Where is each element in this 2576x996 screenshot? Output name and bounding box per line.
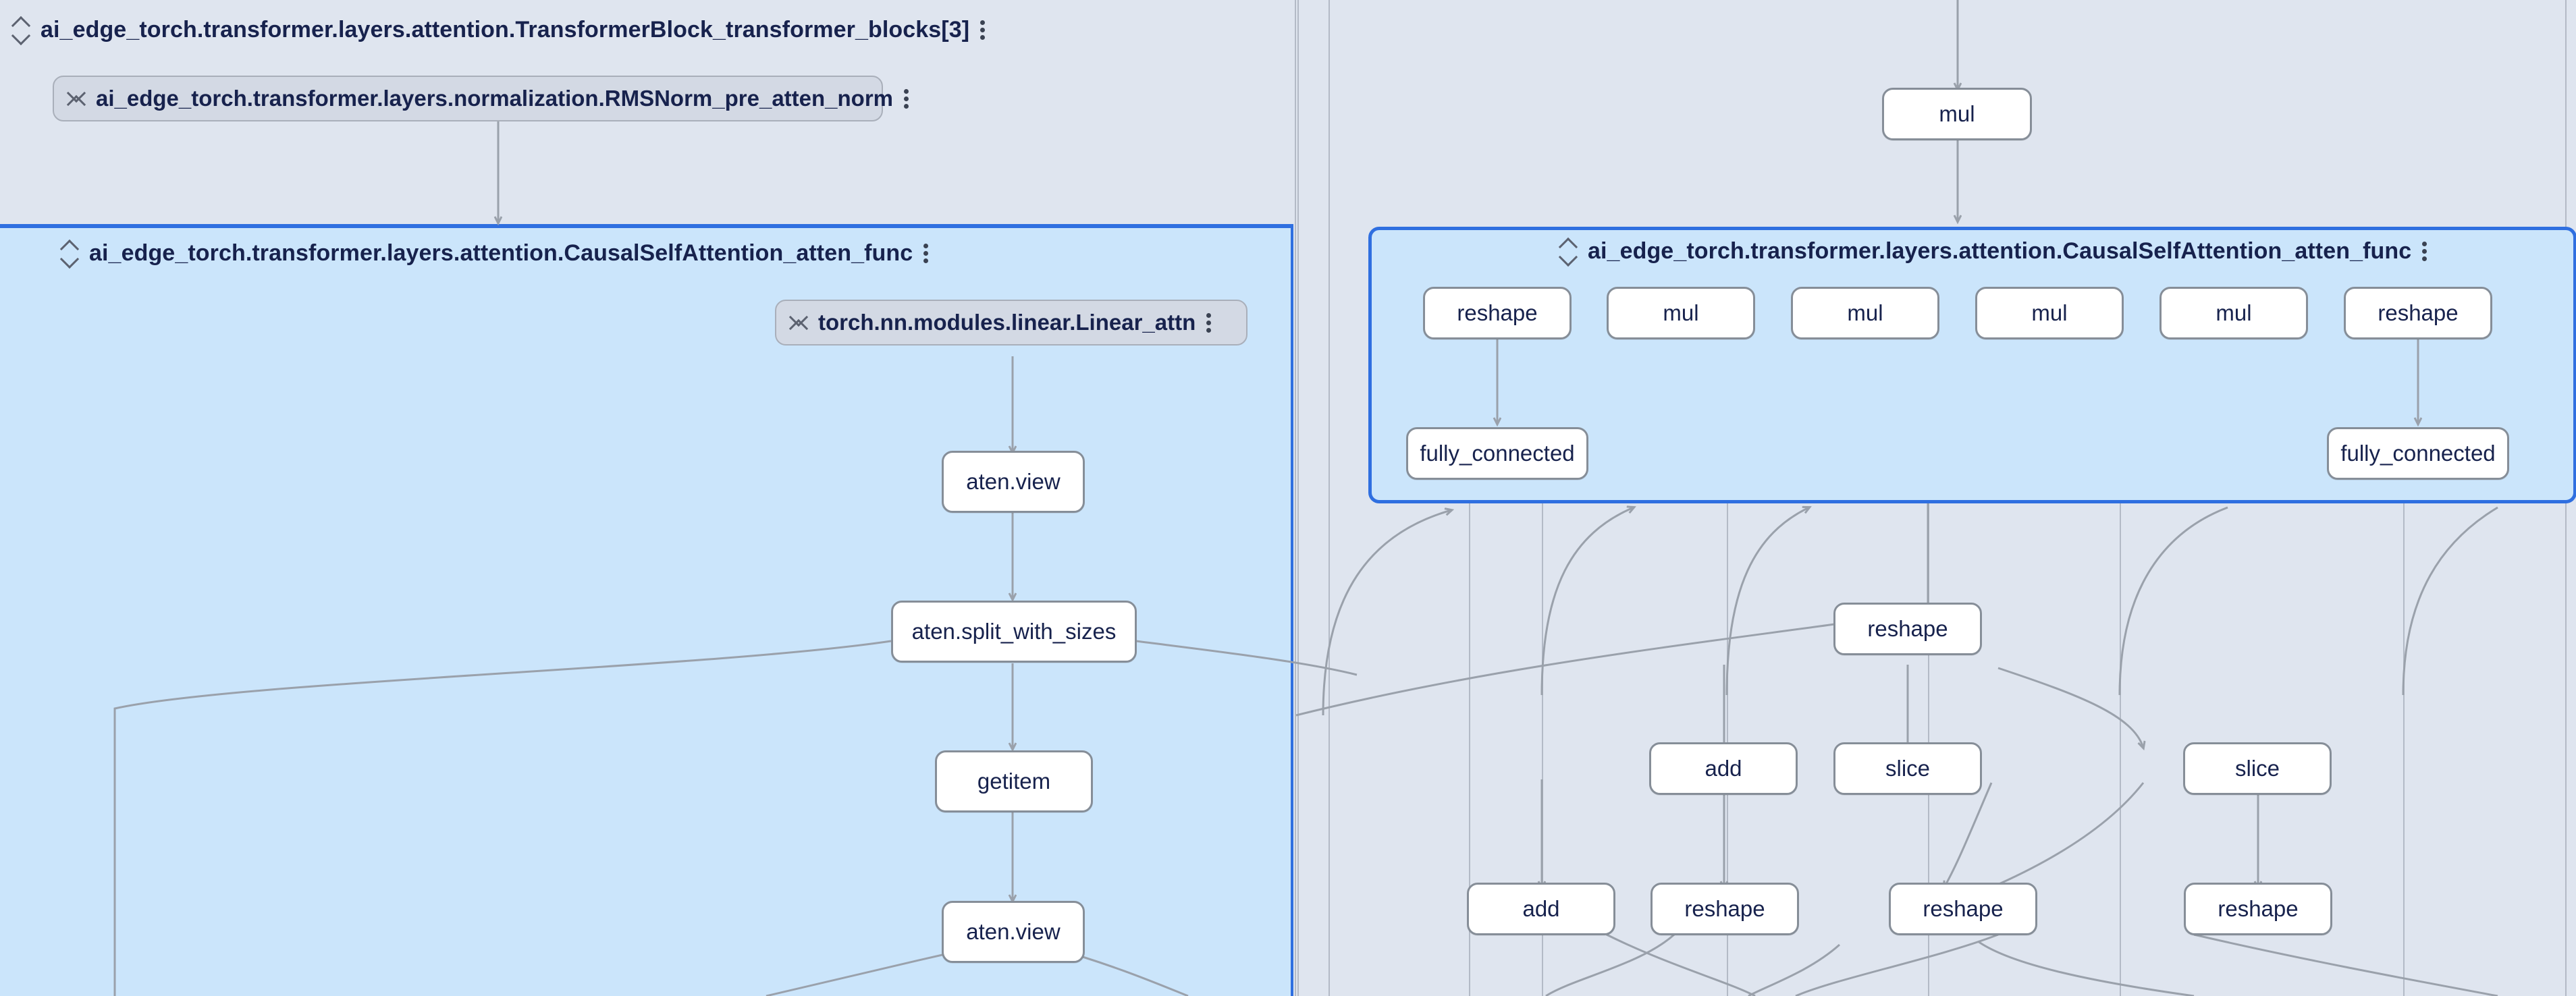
op-node-mul-1[interactable]: mul	[1607, 287, 1755, 339]
op-node-slice-1[interactable]: slice	[1833, 742, 1982, 795]
collapse-chevrons-icon[interactable]	[61, 238, 78, 268]
expand-chevrons-icon[interactable]	[790, 308, 807, 337]
op-node-label: reshape	[2378, 300, 2459, 325]
op-node-reshape-c[interactable]: reshape	[2184, 883, 2332, 935]
module-pill-rmsnorm[interactable]: ai_edge_torch.transformer.layers.normali…	[53, 76, 909, 121]
collapse-chevrons-icon[interactable]	[12, 15, 30, 45]
op-node-label: aten.split_with_sizes	[911, 619, 1117, 644]
op-node-add-2[interactable]: add	[1467, 883, 1615, 935]
group-divider	[1469, 499, 1470, 996]
op-node-aten-split-with-sizes[interactable]: aten.split_with_sizes	[891, 601, 1137, 663]
op-node-label: reshape	[1923, 896, 2004, 921]
op-node-label: add	[1705, 756, 1742, 781]
op-node-reshape-mid[interactable]: reshape	[1833, 603, 1982, 655]
module-pill-linear-attn-label: torch.nn.modules.linear.Linear_attn	[818, 310, 1196, 335]
op-node-label: slice	[1885, 756, 1931, 781]
op-node-getitem[interactable]: getitem	[935, 750, 1093, 812]
op-node-slice-2[interactable]: slice	[2183, 742, 2332, 795]
group-header-causal-self-attention-left[interactable]: ai_edge_torch.transformer.layers.attenti…	[61, 238, 930, 268]
group-divider	[2120, 499, 2121, 996]
group-title-causal-self-attention-left: ai_edge_torch.transformer.layers.attenti…	[89, 240, 913, 266]
group-title-causal-self-attention-right: ai_edge_torch.transformer.layers.attenti…	[1588, 238, 2412, 264]
op-node-label: aten.view	[966, 469, 1061, 494]
op-node-label: getitem	[977, 769, 1051, 794]
op-node-label: mul	[1939, 101, 1975, 126]
op-node-aten-view-2[interactable]: aten.view	[942, 901, 1085, 963]
kebab-menu-icon[interactable]	[1206, 310, 1213, 335]
op-node-label: mul	[2031, 300, 2068, 325]
group-header-causal-self-attention-right[interactable]: ai_edge_torch.transformer.layers.attenti…	[1559, 236, 2429, 266]
op-node-reshape-2[interactable]: reshape	[2344, 287, 2492, 339]
op-node-mul-2[interactable]: mul	[1791, 287, 1939, 339]
module-pill-linear-attn[interactable]: torch.nn.modules.linear.Linear_attn	[775, 300, 1247, 345]
op-node-mul-top[interactable]: mul	[1882, 88, 2032, 140]
op-node-fully-connected-2[interactable]: fully_connected	[2327, 427, 2509, 480]
group-divider	[1542, 499, 1543, 996]
group-header-transformer-block[interactable]: ai_edge_torch.transformer.layers.attenti…	[12, 15, 987, 45]
kebab-menu-icon[interactable]	[923, 240, 930, 266]
op-node-mul-4[interactable]: mul	[2159, 287, 2308, 339]
op-node-reshape-1[interactable]: reshape	[1423, 287, 1572, 339]
kebab-menu-icon[interactable]	[904, 86, 911, 111]
op-node-label: reshape	[1684, 896, 1765, 921]
module-pill-rmsnorm-label: ai_edge_torch.transformer.layers.normali…	[96, 86, 894, 111]
op-node-label: reshape	[1457, 300, 1538, 325]
group-divider	[2403, 499, 2405, 996]
op-node-label: mul	[2216, 300, 2252, 325]
op-node-label: mul	[1847, 300, 1883, 325]
op-node-label: mul	[1663, 300, 1699, 325]
op-node-label: fully_connected	[1420, 441, 1575, 466]
collapse-chevrons-icon[interactable]	[1559, 236, 1577, 266]
group-divider	[1297, 0, 1299, 996]
op-node-fully-connected-1[interactable]: fully_connected	[1406, 427, 1588, 480]
op-node-reshape-a[interactable]: reshape	[1651, 883, 1799, 935]
op-node-reshape-b[interactable]: reshape	[1889, 883, 2037, 935]
kebab-menu-icon[interactable]	[980, 17, 987, 43]
op-node-aten-view[interactable]: aten.view	[942, 451, 1085, 513]
op-node-label: slice	[2234, 756, 2280, 781]
op-node-label: add	[1522, 896, 1560, 921]
expand-chevrons-icon[interactable]	[68, 84, 85, 113]
op-node-label: reshape	[1867, 616, 1948, 641]
op-node-mul-3[interactable]: mul	[1975, 287, 2124, 339]
group-title-transformer-block: ai_edge_torch.transformer.layers.attenti…	[41, 16, 970, 43]
op-node-add-1[interactable]: add	[1649, 742, 1798, 795]
op-node-label: fully_connected	[2340, 441, 2496, 466]
kebab-menu-icon[interactable]	[2422, 238, 2429, 264]
group-divider	[1329, 0, 1330, 996]
op-node-label: aten.view	[966, 919, 1061, 944]
op-node-label: reshape	[2218, 896, 2299, 921]
